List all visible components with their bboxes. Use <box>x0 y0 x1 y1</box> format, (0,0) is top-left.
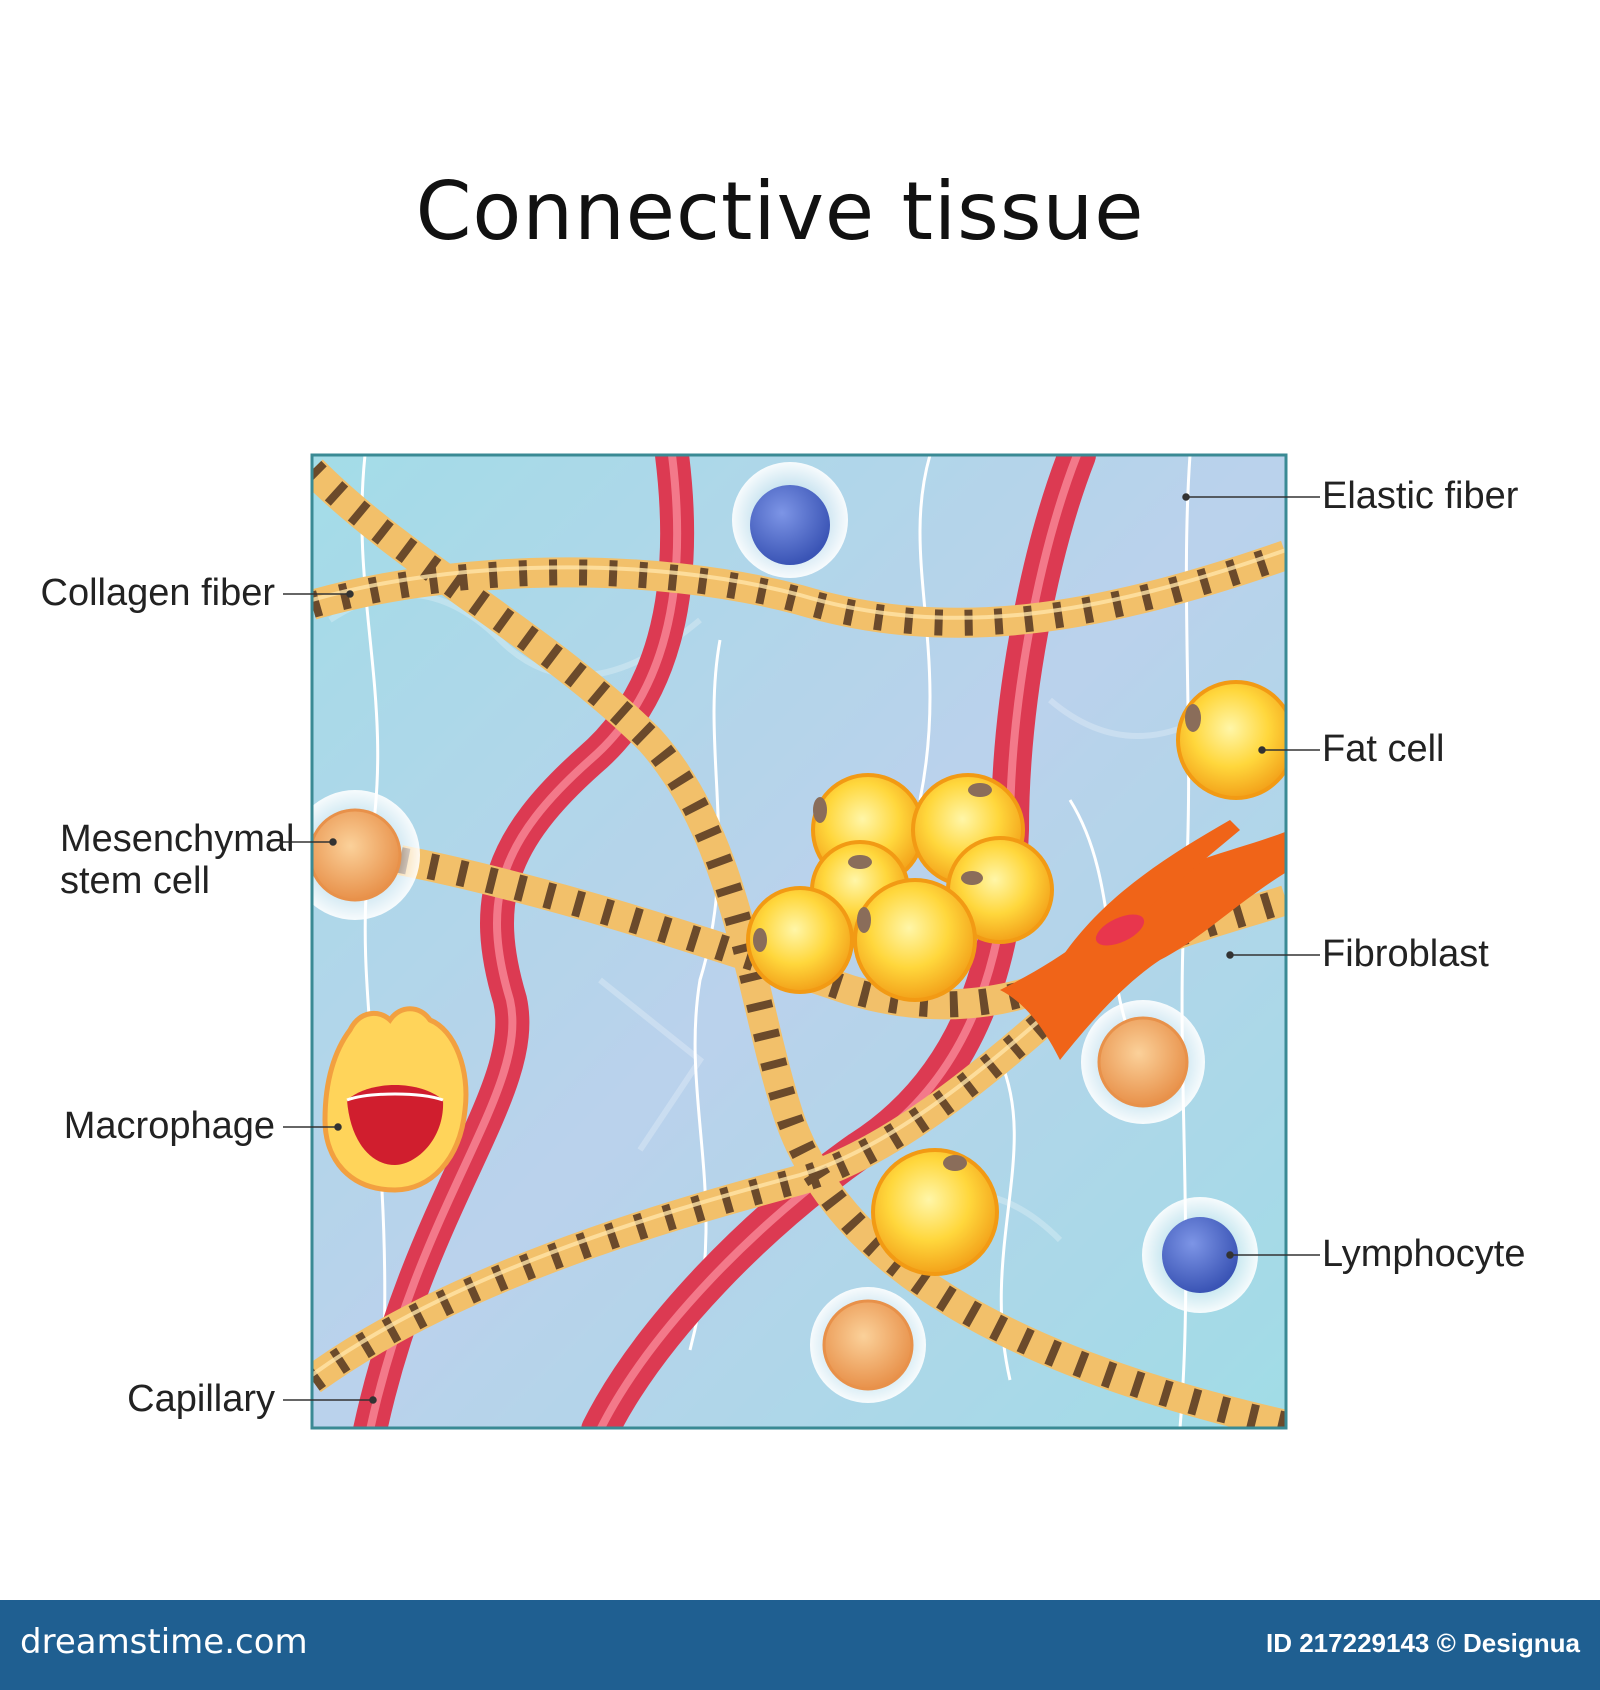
diagram-title: Connective tissue <box>415 165 1145 258</box>
footer-bar: dreamstime.com ID 217229143 © Designua <box>0 1600 1600 1690</box>
label-fibroblast: Fibroblast <box>1322 933 1489 975</box>
label-elastic-fiber: Elastic fiber <box>1322 475 1519 517</box>
label-collagen-fiber: Collagen fiber <box>40 572 275 614</box>
tissue-frame <box>310 453 1288 1430</box>
label-lymphocyte: Lymphocyte <box>1322 1233 1526 1275</box>
footer-brand[interactable]: dreamstime.com <box>20 1622 308 1662</box>
label-mesenchymal-stem-cell: Mesenchymal stem cell <box>60 818 294 902</box>
lymphocytes <box>732 462 1258 1313</box>
fibroblast-cell <box>1000 820 1286 1060</box>
macrophage-cell <box>322 1006 469 1193</box>
footer-image-id: ID 217229143 © Designua <box>1266 1628 1580 1658</box>
label-mesenchymal-line1: Mesenchymal <box>60 818 295 860</box>
label-capillary: Capillary <box>127 1378 275 1420</box>
label-mesenchymal-line2: stem cell <box>60 860 210 902</box>
mesenchymal-stem-cells <box>312 790 1205 1403</box>
label-fat-cell: Fat cell <box>1322 728 1445 770</box>
label-macrophage: Macrophage <box>63 1105 275 1147</box>
leader-lines <box>283 493 1320 1404</box>
fat-cells <box>746 680 1286 1276</box>
connective-tissue-diagram <box>283 453 1320 1430</box>
